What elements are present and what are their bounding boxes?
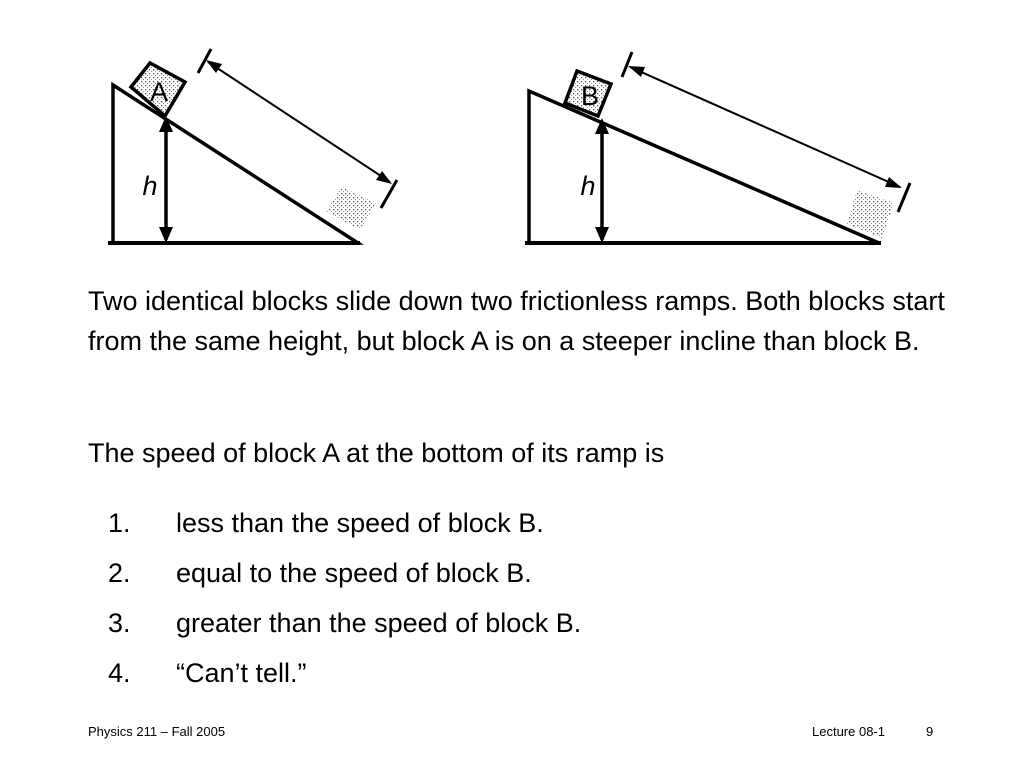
option-number: 2. bbox=[108, 558, 131, 588]
option-number: 3. bbox=[108, 608, 131, 638]
length-arrow-a bbox=[207, 61, 391, 183]
ramp-b-incline bbox=[527, 88, 880, 245]
answer-options: 1. less than the speed of block B. 2. eq… bbox=[108, 503, 908, 703]
option-number: 1. bbox=[108, 508, 131, 538]
block-b-label: B bbox=[581, 81, 599, 111]
answer-option-2: 2. equal to the speed of block B. bbox=[108, 553, 908, 603]
height-label-a: h bbox=[142, 171, 157, 201]
length-arrow-a-head-top bbox=[206, 60, 222, 73]
answer-option-3: 3. greater than the speed of block B. bbox=[108, 603, 908, 653]
height-arrow-b-top-head bbox=[595, 118, 609, 134]
ramp-b: B h bbox=[525, 51, 912, 245]
footer-course: Physics 211 – Fall 2005 bbox=[88, 724, 226, 739]
length-arrow-b bbox=[629, 66, 901, 188]
answer-option-4: 4. “Can’t tell.” bbox=[108, 653, 908, 703]
height-arrow-b-bottom-head bbox=[595, 227, 609, 243]
block-b bbox=[562, 68, 614, 119]
option-text: “Can’t tell.” bbox=[176, 658, 307, 688]
height-label-b: h bbox=[580, 171, 595, 201]
ramp-a: A h bbox=[108, 48, 399, 245]
length-arrow-a-head-bottom bbox=[376, 171, 392, 184]
length-arrow-b-head-top bbox=[628, 66, 645, 77]
answer-option-1: 1. less than the speed of block B. bbox=[108, 503, 908, 553]
height-arrow-a-bottom-head bbox=[159, 227, 173, 243]
block-a bbox=[128, 60, 188, 119]
ramp-a-incline bbox=[111, 81, 364, 245]
option-text: greater than the speed of block B. bbox=[176, 608, 582, 638]
option-number: 4. bbox=[108, 658, 131, 688]
length-tick-b-bottom bbox=[896, 182, 912, 213]
footer-page-number: 9 bbox=[926, 724, 934, 739]
ramp-a-ghost-block bbox=[326, 187, 376, 230]
option-text: less than the speed of block B. bbox=[176, 508, 544, 538]
length-tick-a-bottom bbox=[379, 179, 399, 209]
question-prompt: The speed of block A at the bottom of it… bbox=[88, 438, 665, 468]
length-tick-b-top bbox=[620, 51, 634, 78]
block-a-label: A bbox=[150, 77, 168, 107]
length-tick-a-top bbox=[196, 48, 213, 74]
length-arrow-b-head-bottom bbox=[885, 177, 902, 188]
problem-statement: Two identical blocks slide down two fric… bbox=[88, 286, 945, 356]
footer-lecture: Lecture 08-1 bbox=[812, 724, 885, 739]
ramp-b-ghost-block bbox=[847, 190, 894, 238]
ramps-diagram: A h B h bbox=[108, 48, 912, 245]
height-arrow-a-top-head bbox=[159, 116, 173, 132]
option-text: equal to the speed of block B. bbox=[176, 558, 532, 588]
